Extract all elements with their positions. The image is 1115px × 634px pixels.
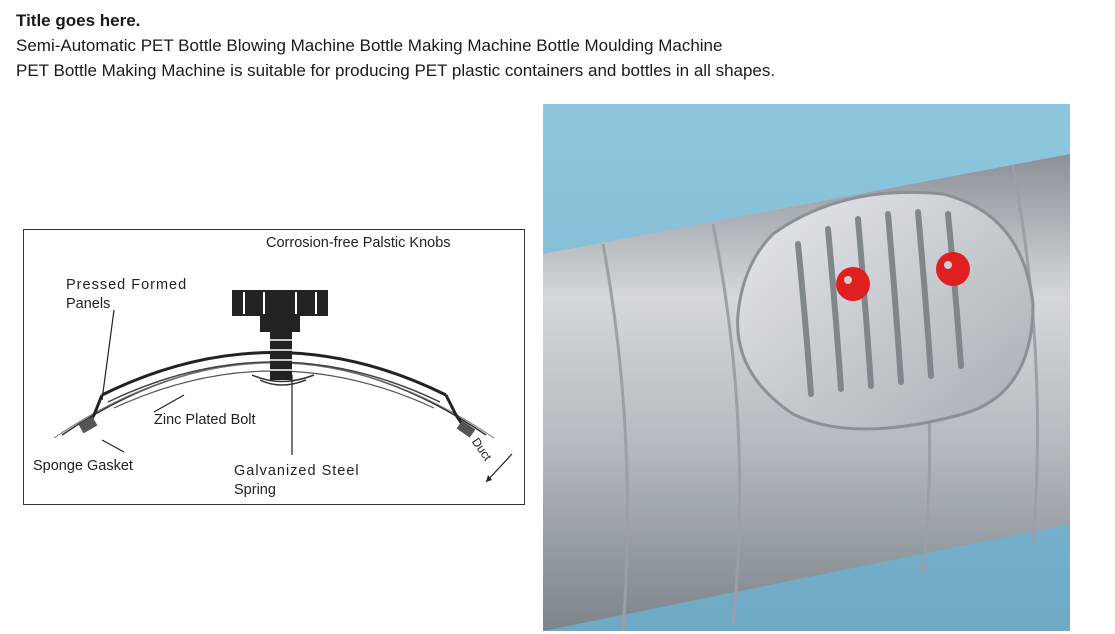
- product-description-text: PET Bottle Making Machine is suitable fo…: [16, 61, 776, 80]
- panels-label-line1: Pressed Formed: [66, 277, 188, 293]
- page-title: Title goes here.: [16, 11, 141, 30]
- spring-label-line2: Spring: [234, 482, 276, 498]
- duct-access-door-photo: [543, 104, 1070, 631]
- gasket-label: Sponge Gasket: [33, 458, 133, 474]
- header: Title goes here. Semi-Automatic PET Bott…: [16, 8, 775, 83]
- diagram-drawing: [53, 290, 513, 483]
- bolt-label: Zinc Plated Bolt: [154, 412, 256, 428]
- spring-label-line1: Galvanized Steel: [234, 463, 360, 479]
- knobs-label: Corrosion-free Palstic Knobs: [266, 235, 451, 251]
- product-title-text: Semi-Automatic PET Bottle Blowing Machin…: [16, 36, 723, 55]
- access-door-diagram: Corrosion-free Palstic Knobs Pressed For…: [23, 229, 525, 505]
- panels-label-line2: Panels: [66, 296, 111, 312]
- photo-drawing: [543, 104, 1070, 631]
